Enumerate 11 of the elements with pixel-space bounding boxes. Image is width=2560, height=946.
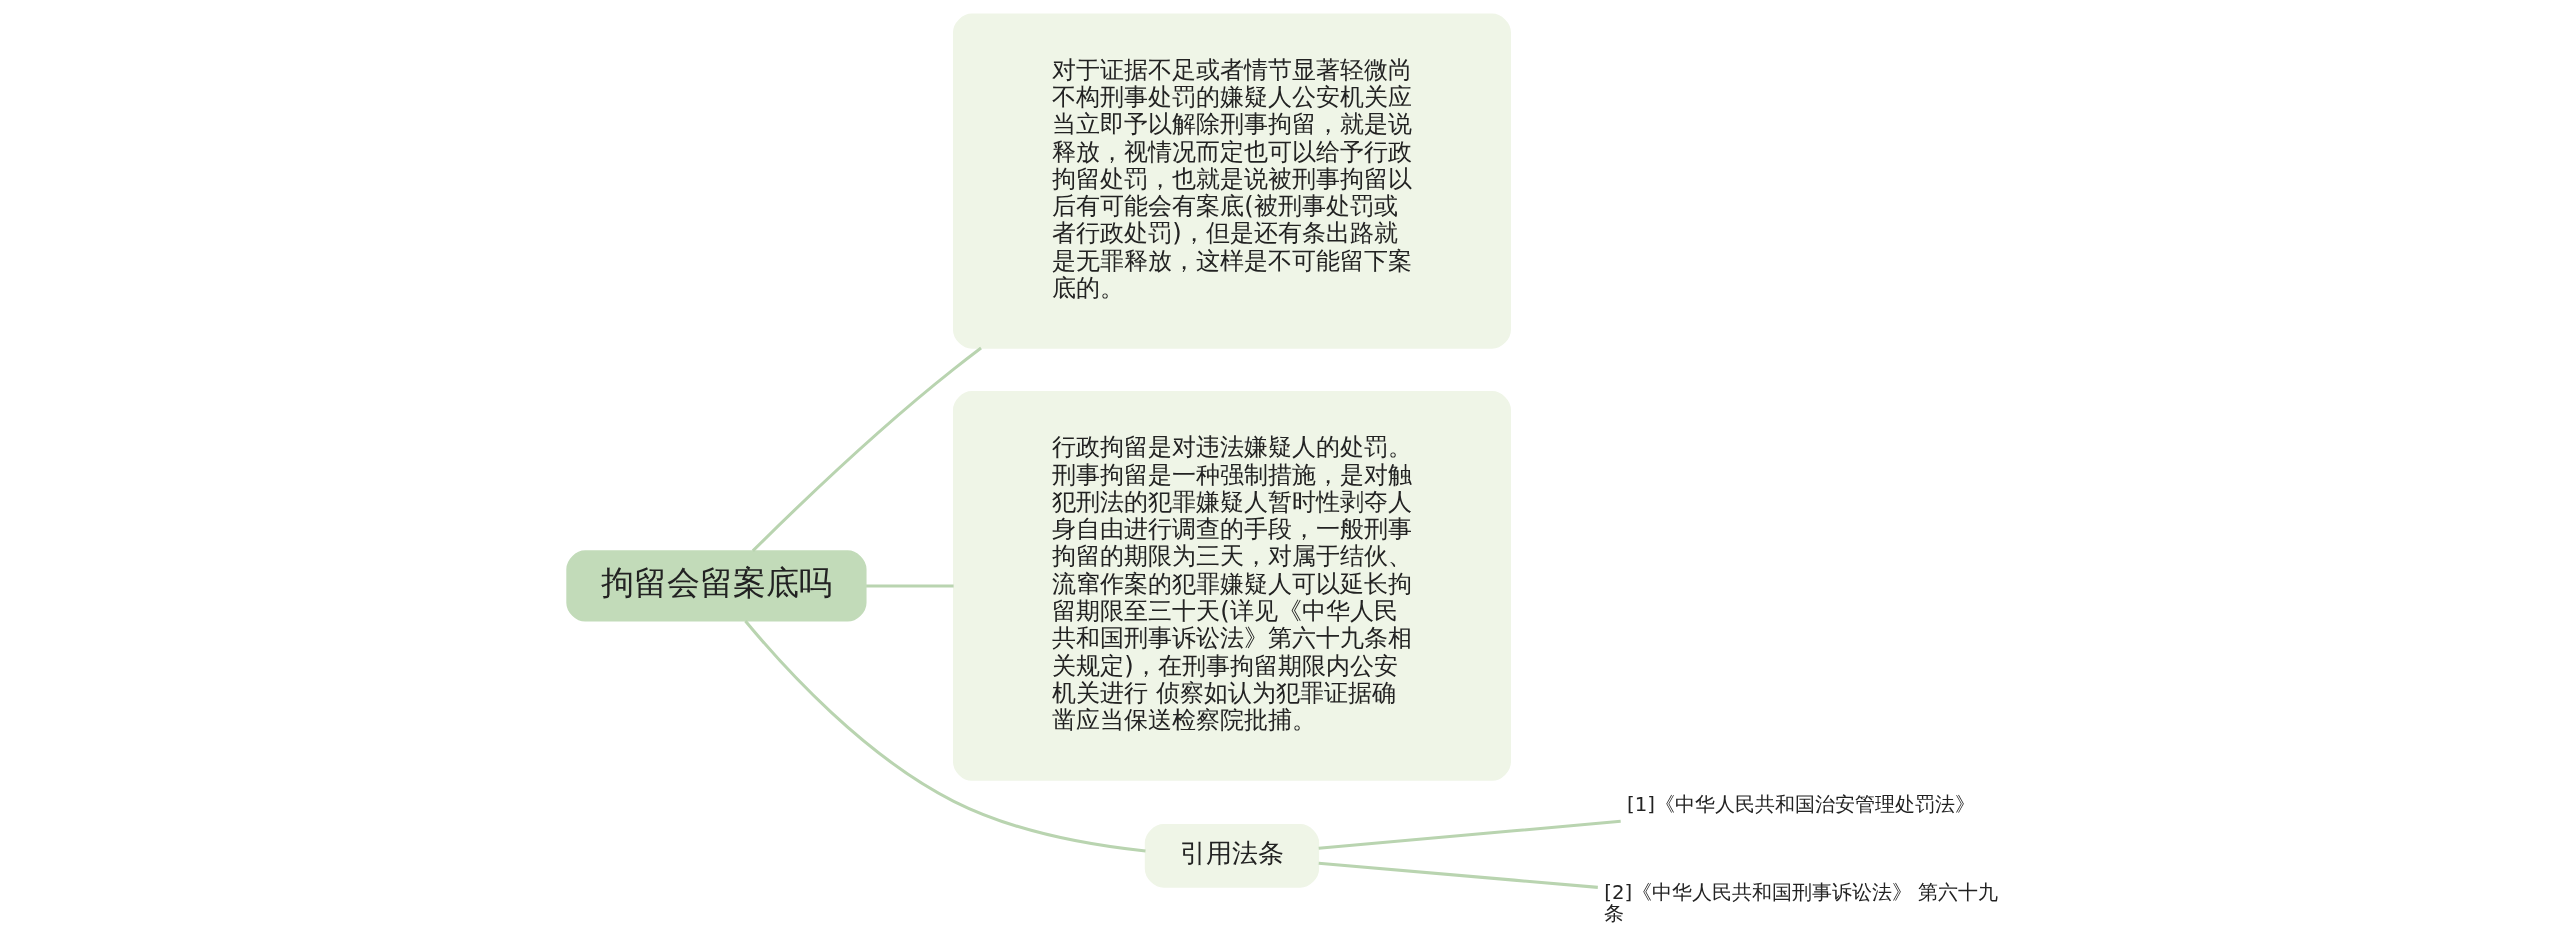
node-text: [2]《中华人民共和国刑事诉讼法》 第六十九条 — [1603, 880, 1998, 926]
node-box: 对于证据不足或者情节显著轻微尚不构刑事处罚的嫌疑人公安机关应当立即予以解除刑事拘留，就是说释放，视情况而定也可以给予行政拘留处罚，也就是说被刑事拘留以后有可能会有案底(被刑事处罚或者行政处罚)，但是还有条出路就是无罪释放，这样是不可能留下案底的。 — [952, 13, 1511, 349]
node-box: 行政拘留是对违法嫌疑人的处罚。刑事拘留是一种强制措施，是对触犯刑法的犯罪嫌疑人暂时性剥夺人身自由进行调查的手段，一般刑事拘留的期限为三天，对属于结伙、流窜作案的犯罪嫌疑人可以延长拘留期限至三十天(详见《中华人民共和国刑事诉讼法》第六十九条相关规定)，在刑事拘留期限内公安机关进行 侦察如认为犯罪证据确凿应当保送检察院批捕。 — [952, 391, 1511, 781]
connector — [751, 346, 982, 552]
connector — [1318, 819, 1621, 850]
connector — [865, 584, 954, 588]
connector — [1318, 861, 1598, 889]
node-box: 引用法条 — [1144, 824, 1319, 888]
node-box: 拘留会留案底吗 — [565, 550, 867, 622]
connector — [743, 620, 1146, 853]
node-text: [1]《中华人民共和国治安管理处罚法》 — [1626, 792, 1975, 816]
